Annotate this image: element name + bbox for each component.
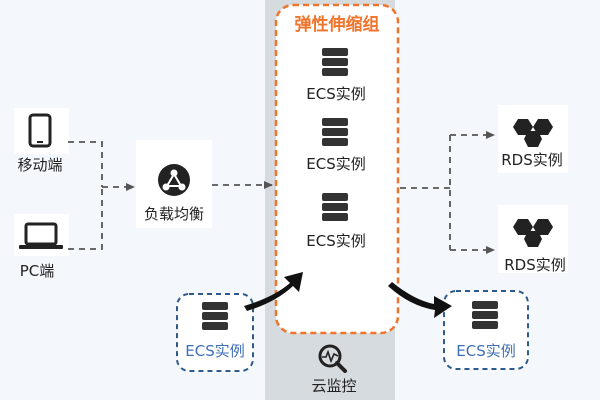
server-icon [322, 118, 348, 146]
laptop-icon [19, 222, 63, 249]
connector-mobile [68, 141, 103, 187]
server-icon [202, 302, 228, 330]
arrow-scale-out [388, 282, 452, 318]
server-icon [322, 48, 348, 76]
arrow-scale-in [244, 272, 303, 311]
ecs-in-box [176, 293, 254, 372]
group-ecs-label-2: ECS实例 [306, 155, 365, 173]
ecs-in-label: ECS实例 [185, 342, 244, 360]
load-balancer-icon [158, 164, 190, 196]
group-ecs-label-3: ECS实例 [306, 232, 365, 250]
server-icon [472, 301, 498, 329]
pc-label: PC端 [20, 262, 55, 280]
group-ecs-label-1: ECS实例 [306, 85, 365, 103]
load-balancer-label: 负载均衡 [144, 205, 204, 223]
monitor-icon [318, 344, 347, 373]
scaling-group-title: 弹性伸缩组 [295, 14, 380, 35]
database-icon [513, 119, 553, 147]
database-icon [513, 219, 553, 247]
mobile-label: 移动端 [17, 156, 62, 174]
monitor-label: 云监控 [311, 377, 356, 395]
phone-icon [28, 113, 52, 148]
rds-label-1: RDS实例 [501, 151, 563, 169]
scaling-group-box [274, 3, 400, 335]
connector-pc [68, 187, 103, 250]
rds-label-2: RDS实例 [504, 256, 566, 274]
ecs-out-label: ECS实例 [456, 342, 515, 360]
ecs-out-box [443, 290, 529, 370]
server-icon [322, 193, 348, 221]
tile-pc [14, 214, 69, 256]
